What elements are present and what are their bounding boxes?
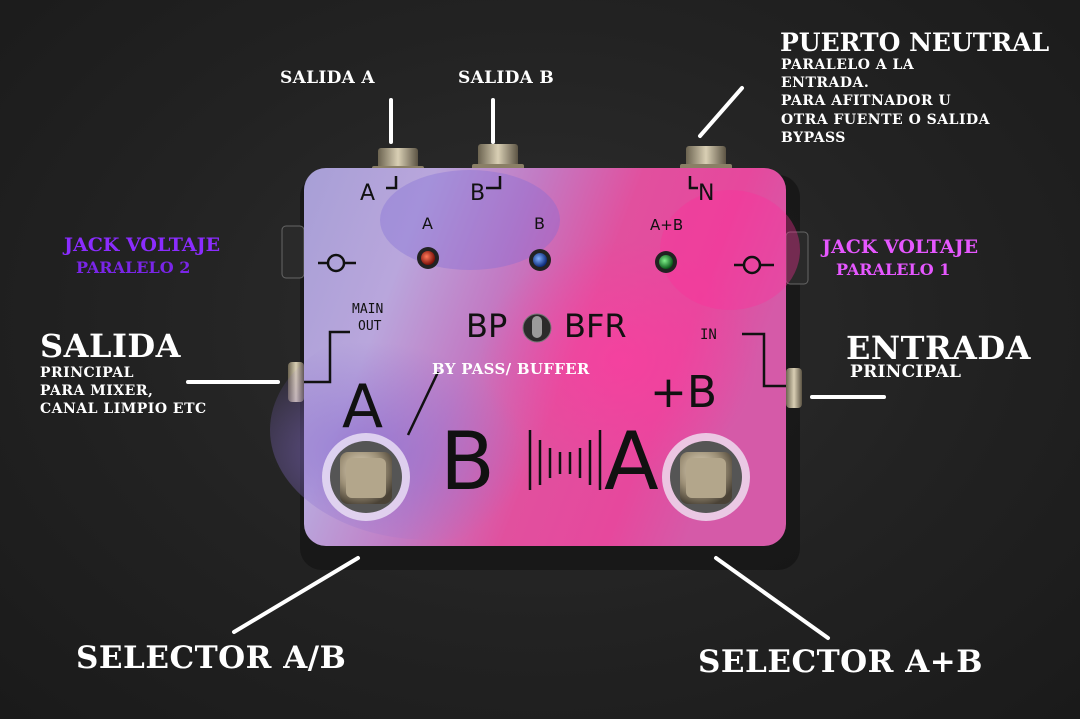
footswitch-aplusb[interactable] xyxy=(662,433,750,521)
pedal-jack-a-label: A xyxy=(360,181,376,206)
selector-ab-label: SELECTOR A/B xyxy=(76,640,347,676)
entrada-description: PRINCIPAL xyxy=(850,362,962,382)
pedal-big-b-label: B xyxy=(440,415,495,508)
pedal-bfr-label: BFR xyxy=(564,307,627,345)
selector-aplusb-label: SELECTOR A+B xyxy=(698,644,983,680)
salida-description: PRINCIPAL PARA MIXER, CANAL LIMPIO ETC xyxy=(40,365,207,418)
pedal-plus-b-label: +B xyxy=(650,367,718,418)
pedal-main-label: MAIN xyxy=(352,302,384,317)
pedal-in-label: IN xyxy=(700,327,717,343)
salida-a-label: SALIDA A xyxy=(280,68,375,88)
pedal-led-b-label: B xyxy=(534,214,545,233)
led-b xyxy=(533,253,547,267)
pedal-jack-n-label: N xyxy=(698,181,715,206)
bypass-buffer-label: BY PASS/ BUFFER xyxy=(432,360,590,378)
pedal-big-a2-label: A xyxy=(604,415,659,508)
input-jack xyxy=(786,368,802,408)
jack-voltaje-left-title: JACK VOLTAJE xyxy=(64,234,221,256)
footswitch-ab[interactable] xyxy=(322,433,410,521)
paralelo-1-label: PARALELO 1 xyxy=(836,260,951,279)
pedal-led-ab-label: A+B xyxy=(650,216,684,234)
pedal-out-label: OUT xyxy=(358,319,382,334)
pedal-jack-b-label: B xyxy=(470,181,486,206)
puerto-neutral-description: PARALELO A LA ENTRADA. PARA AFITNADOR U … xyxy=(781,57,991,146)
salida-b-label: SALIDA B xyxy=(458,68,554,88)
puerto-neutral-title: PUERTO NEUTRAL xyxy=(780,28,1050,57)
pedal-led-a-label: A xyxy=(422,214,433,233)
pedal-bp-label: BP xyxy=(466,307,508,345)
jack-voltaje-right-title: JACK VOLTAJE xyxy=(822,236,979,258)
salida-title: SALIDA xyxy=(40,327,181,365)
pedal-big-a-label: A xyxy=(342,372,384,442)
power-jack-left xyxy=(281,225,305,279)
paralelo-2-label: PARALELO 2 xyxy=(76,258,191,277)
led-ab xyxy=(659,255,673,269)
led-a xyxy=(421,251,435,265)
entrada-title: ENTRADA xyxy=(846,329,1031,367)
